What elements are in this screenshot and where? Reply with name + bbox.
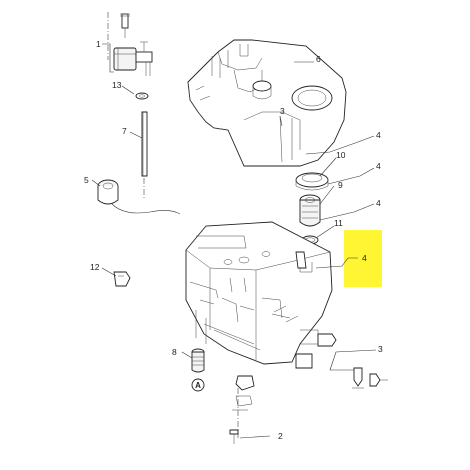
callout-12: 12 bbox=[90, 262, 100, 272]
leader-2 bbox=[239, 435, 271, 439]
leader-4b bbox=[327, 167, 375, 185]
callout-3b: 3 bbox=[378, 344, 383, 354]
leader-7 bbox=[129, 131, 143, 139]
callout-8: 8 bbox=[172, 347, 177, 357]
callout-6: 6 bbox=[316, 54, 321, 64]
highlight-box bbox=[344, 230, 382, 287]
washer bbox=[135, 92, 149, 100]
cap-part-9 bbox=[299, 194, 321, 227]
callout-4c: 4 bbox=[376, 198, 381, 208]
leader-4d bbox=[315, 257, 358, 269]
callout-3a: 3 bbox=[280, 106, 285, 116]
upper-cover bbox=[187, 39, 347, 167]
leader-4a bbox=[305, 135, 375, 155]
leader-1 bbox=[102, 43, 114, 73]
callout-2: 2 bbox=[278, 431, 283, 441]
rod bbox=[141, 111, 148, 177]
leader-9 bbox=[319, 185, 335, 205]
ring-part-10 bbox=[295, 172, 329, 191]
leader-3b bbox=[329, 349, 377, 371]
leader-3a bbox=[279, 115, 283, 127]
marker-a-label: A bbox=[195, 381, 201, 390]
leader-11 bbox=[315, 225, 335, 239]
callout-11: 11 bbox=[334, 218, 343, 228]
fitting-part-8 bbox=[191, 348, 205, 373]
bracket-part-3 bbox=[352, 367, 388, 389]
leader-4c bbox=[319, 203, 375, 221]
callout-5: 5 bbox=[84, 175, 89, 185]
leader-5 bbox=[91, 179, 101, 187]
sensor-part bbox=[97, 179, 181, 215]
main-housing bbox=[185, 221, 337, 369]
marker-a: A bbox=[191, 378, 205, 392]
leader-13 bbox=[121, 85, 135, 95]
screw-part-2 bbox=[229, 429, 239, 444]
callout-7: 7 bbox=[122, 126, 127, 136]
callout-1: 1 bbox=[96, 39, 101, 49]
leader-8 bbox=[181, 351, 193, 359]
leader-10 bbox=[319, 157, 337, 177]
leader-12 bbox=[101, 267, 117, 277]
callout-9: 9 bbox=[338, 180, 343, 190]
callout-10: 10 bbox=[336, 150, 346, 160]
callout-4d: 4 bbox=[362, 253, 367, 263]
callout-13: 13 bbox=[112, 80, 122, 90]
solenoid-valve bbox=[113, 13, 153, 76]
bracket-bottom bbox=[232, 375, 255, 411]
callout-4b: 4 bbox=[376, 161, 381, 171]
clip-part bbox=[113, 271, 131, 287]
callout-4a: 4 bbox=[376, 130, 381, 140]
